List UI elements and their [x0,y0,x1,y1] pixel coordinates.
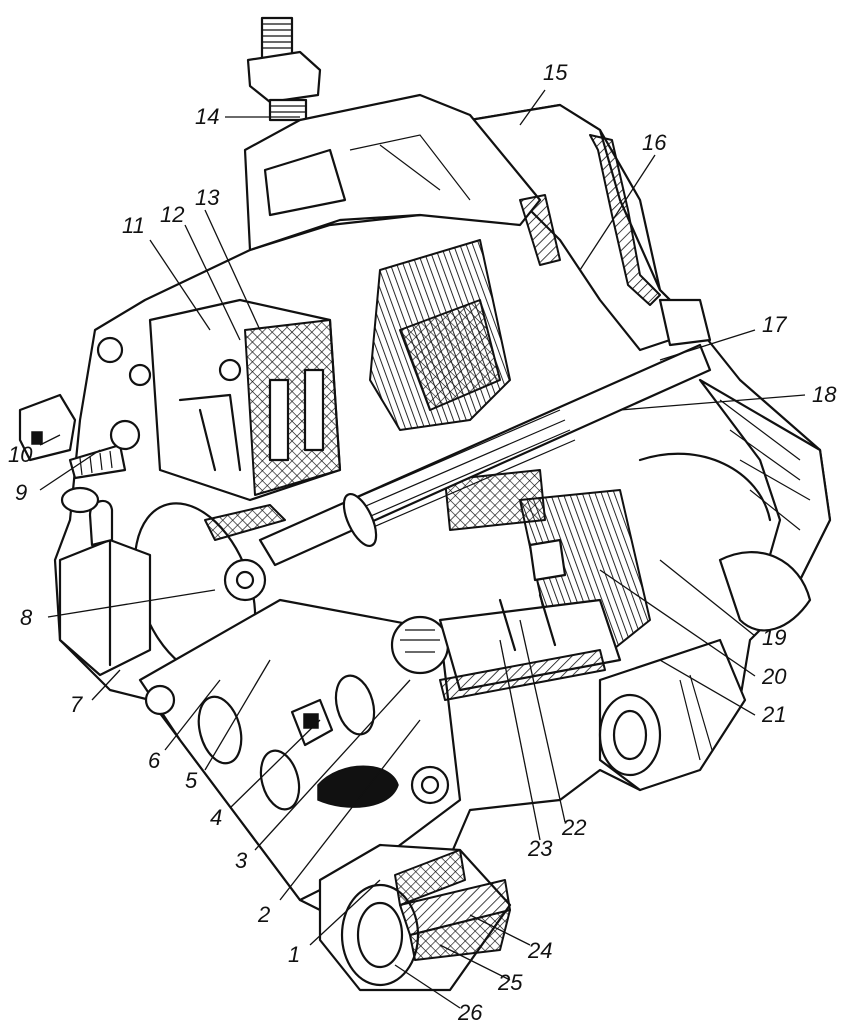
callout-19: 19 [762,625,786,650]
callout-26: 26 [457,1000,483,1025]
output-terminal [246,16,322,122]
top-cover [243,93,561,266]
callout-14: 14 [195,104,219,129]
callout-12: 12 [160,202,184,227]
callout-9: 9 [15,480,27,505]
callout-2: 2 [257,902,270,927]
right-mounting-lug [598,638,747,792]
callout-3: 3 [235,848,248,873]
left-connector [18,336,152,480]
callout-11: 11 [122,213,145,238]
callout-15: 15 [543,60,568,85]
rotor-shaft [258,298,712,567]
fan-assembly [468,103,832,632]
callout-13: 13 [195,185,220,210]
callout-10: 10 [8,442,33,467]
callout-17: 17 [762,312,787,337]
brush-holder [148,298,342,502]
callout-23: 23 [527,836,553,861]
callout-5: 5 [185,768,198,793]
callout-24: 24 [527,938,552,963]
lower-housing [138,598,462,902]
callout-labels: 1 2 3 4 5 6 7 8 9 10 11 12 13 14 15 16 1… [8,60,837,1025]
callout-20: 20 [761,664,787,689]
callout-6: 6 [148,748,161,773]
callout-1: 1 [288,942,300,967]
callout-16: 16 [642,130,667,155]
rectifier [438,538,622,701]
callout-8: 8 [20,605,33,630]
stator-core [369,239,651,661]
leader-lines [39,89,806,1009]
callout-18: 18 [812,382,837,407]
callout-25: 25 [497,970,523,995]
callout-21: 21 [761,702,786,727]
mounting-lug [318,843,512,992]
callout-4: 4 [210,805,222,830]
callout-7: 7 [70,692,83,717]
callout-22: 22 [561,815,586,840]
